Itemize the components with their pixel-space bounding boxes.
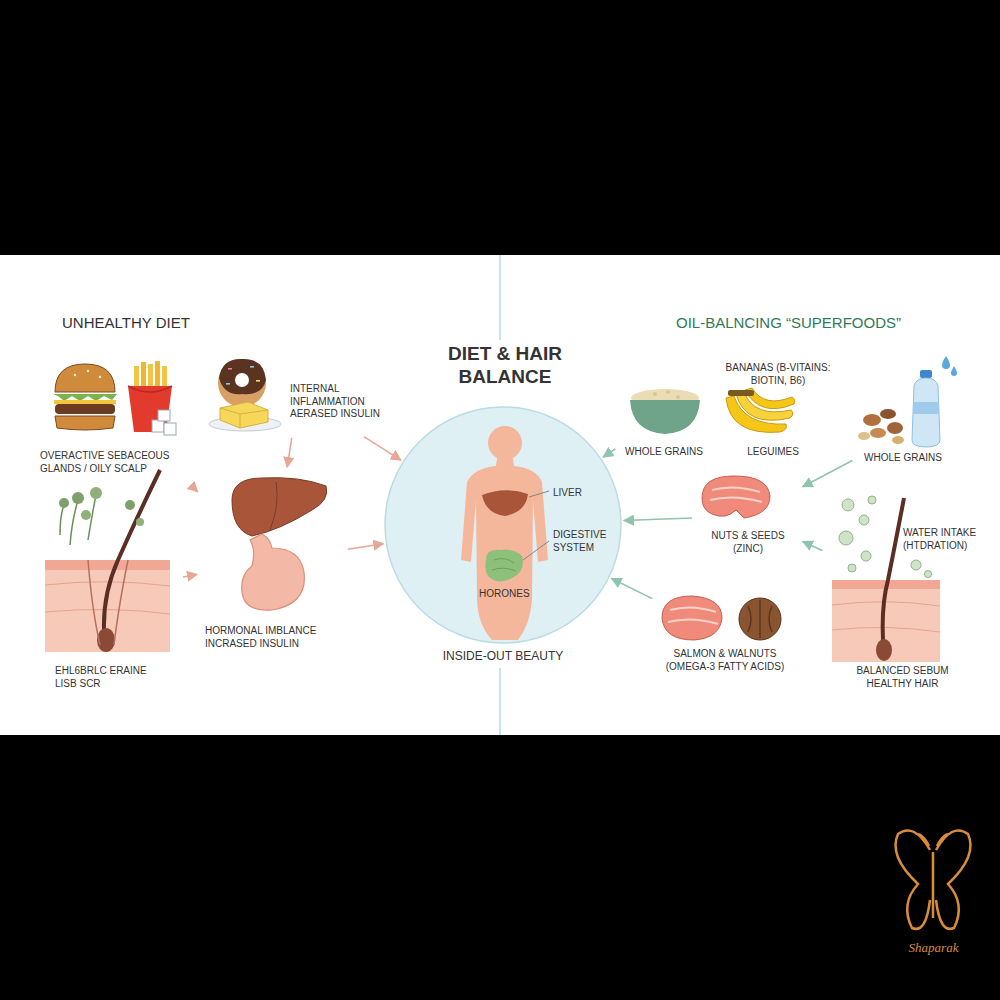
food-caption: SALMON & WALNUTS (OMEGA-3 FATTY ACIDS)	[655, 648, 795, 673]
hair-follicle	[45, 470, 170, 652]
panel	[0, 255, 1000, 735]
flow-arrow	[612, 579, 653, 599]
salmon-walnut	[662, 596, 781, 640]
illustration-node: WATER INTAKE (HTDRATION) BALANCED SEBUM H…	[825, 485, 990, 695]
organ-label: DIGESTIVE SYSTEM	[553, 529, 615, 554]
sugar-cubes	[152, 410, 176, 435]
food-caption: BANANAS (B-VITAINS: BIOTIN, B6)	[716, 362, 840, 387]
follicle-caption: EHL6BRLC ERAINE LISB SCR	[55, 665, 165, 690]
hair-follicle	[832, 496, 940, 662]
food-caption: OVERACTIVE SEBACEOUS GLANDS / OILY SCALP	[40, 450, 205, 475]
illustration-node: WHOLE GRAINS	[855, 400, 950, 468]
divider	[499, 668, 501, 735]
salmon-steak	[702, 476, 770, 518]
fries-icon	[128, 361, 172, 432]
donut-icon	[218, 359, 266, 407]
liver-stomach	[232, 478, 327, 611]
flow-arrow	[348, 544, 383, 550]
flow-arrow	[803, 542, 823, 551]
follicle-caption: WATER INTAKE (HTDRATION)	[903, 527, 987, 552]
circle-caption: INSIDE-OUT BEAUTY	[385, 649, 621, 664]
flow-arrow	[603, 449, 615, 457]
diagram-title: DIET & HAIR BALANCE	[430, 343, 580, 389]
illustration-node: HORMONAL IMBLANCE INCRASED INSULIN	[200, 470, 345, 652]
nuts-icon	[858, 409, 904, 444]
illustration-node: WHOLE GRAINS	[618, 370, 710, 462]
food-caption: WHOLE GRAINS	[621, 446, 707, 459]
food-caption: LEGUIMES	[728, 446, 818, 459]
water-bottle	[912, 356, 957, 447]
illustration-node: OVERACTIVE SEBACEOUS GLANDS / OILY SCALP	[35, 358, 207, 483]
body-circle-node: LIVERDIGESTIVE SYSTEMHORONESINSIDE-OUT B…	[385, 407, 621, 643]
organ-caption: HORMONAL IMBLANCE INCRASED INSULIN	[205, 625, 340, 650]
illustration-node: BANANAS (B-VITAINS: BIOTIN, B6) LEGUIMES	[708, 358, 850, 461]
organ-label: LIVER	[553, 487, 601, 500]
illustration-node: NUTS & SEEDS (ZINC)	[695, 472, 800, 560]
flow-arrow	[364, 437, 401, 460]
illustration-node: EHL6BRLC ERAINE LISB SCR	[40, 485, 180, 695]
food-caption: WHOLE GRAINS	[859, 452, 947, 465]
butter-icon	[209, 402, 281, 431]
watermark-logo	[896, 830, 971, 929]
flow-arrow	[803, 461, 853, 487]
section-heading: UNHEALTHY DIET	[62, 314, 262, 331]
burger-icon	[53, 364, 117, 430]
divider	[499, 255, 501, 340]
section-heading: OIL-BALNCING “SUPERFOODS”	[676, 314, 936, 331]
illustration-node: SALMON & WALNUTS (OMEGA-3 FATTY ACIDS)	[655, 590, 797, 680]
illustration-node: INTERNAL INFLAMMATION AERASED INSULIN	[205, 355, 392, 435]
flow-arrow	[191, 485, 198, 492]
organ-label: HORONES	[479, 588, 529, 601]
watermark: Shaparak	[886, 940, 981, 956]
flow-arrow	[287, 438, 292, 467]
food-caption: INTERNAL INFLAMMATION AERASED INSULIN	[290, 383, 390, 421]
follicle-caption: BALANCED SEBUM HEALTHY HAIR	[840, 665, 965, 690]
flow-arrow	[183, 574, 197, 577]
food-caption: NUTS & SEEDS (ZINC)	[703, 530, 793, 555]
flow-arrow	[624, 518, 692, 521]
body-circle	[385, 407, 621, 643]
bananas	[726, 388, 795, 432]
grain-bowl	[630, 389, 700, 434]
